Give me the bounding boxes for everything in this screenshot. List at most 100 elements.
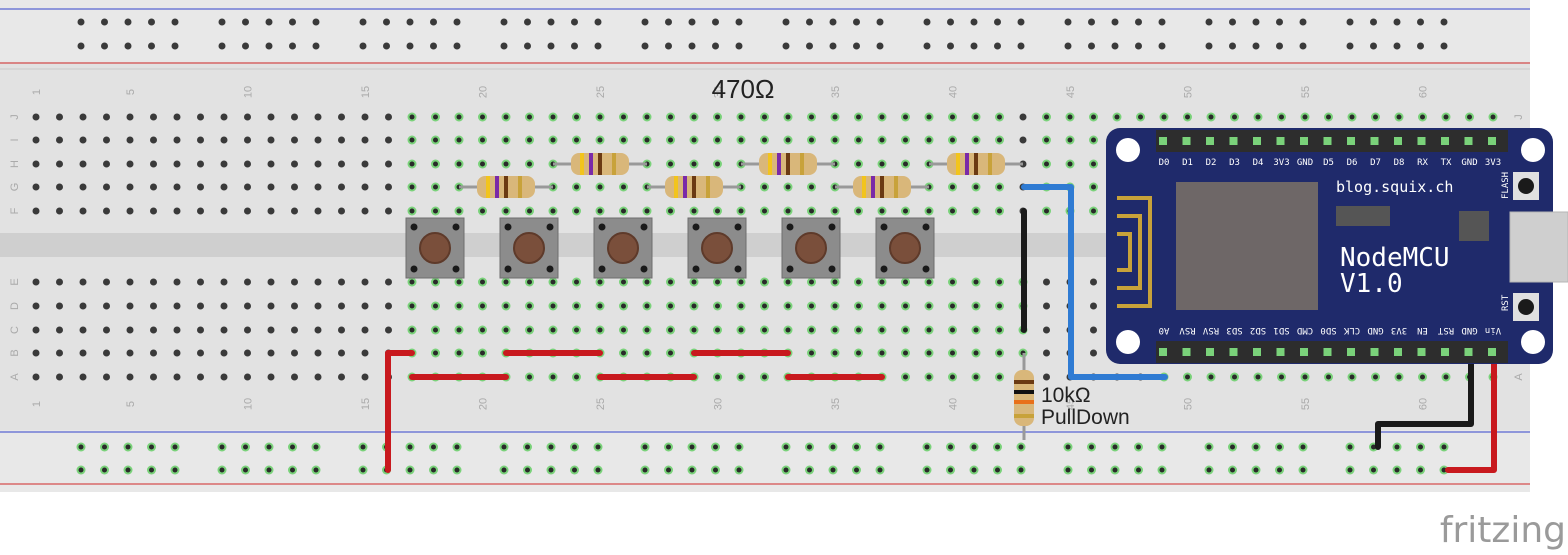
hole-center — [1373, 114, 1378, 120]
button-screw — [640, 265, 648, 273]
hole-center — [668, 327, 673, 333]
bottom-pin-label: GND — [1461, 325, 1477, 335]
hole-center — [572, 444, 577, 450]
column-numbers: 1155101015152020252530303535404045455050… — [31, 86, 1430, 410]
hole-center — [1208, 114, 1214, 120]
resistor-band — [674, 176, 678, 198]
hole-center — [997, 303, 1002, 309]
breadboard-hole — [1043, 278, 1050, 286]
breadboard-hole — [220, 349, 228, 357]
hole-center — [950, 184, 955, 190]
hole-center — [877, 444, 883, 450]
breadboard-hole — [361, 278, 369, 286]
rail-hole — [1064, 18, 1072, 26]
column-number: 20 — [478, 86, 490, 98]
header-pin — [1417, 348, 1426, 356]
breadboard-hole — [244, 326, 251, 334]
breadboard-hole — [126, 326, 134, 334]
hole-center — [785, 279, 791, 285]
column-number: 45 — [1065, 398, 1077, 410]
rail-hole — [970, 42, 978, 50]
header-pin — [1464, 137, 1473, 145]
button-screw — [880, 223, 888, 231]
hole-center — [997, 350, 1002, 356]
hole-center — [1347, 444, 1353, 450]
hole-center — [480, 303, 485, 309]
hole-center — [597, 303, 603, 309]
bottom-pin-label: EN — [1417, 325, 1428, 335]
top-pin-label: D2 — [1206, 158, 1217, 168]
resistor-band — [598, 153, 602, 175]
rail-hole — [547, 42, 555, 50]
hole-center — [668, 208, 673, 214]
header-pin — [1253, 137, 1261, 145]
hole-center — [832, 350, 838, 356]
breadboard-hole — [314, 326, 322, 334]
breadboard-hole — [314, 207, 322, 215]
hole-center — [1277, 467, 1282, 473]
bottom-pin-label: SD3 — [1226, 325, 1242, 335]
header-pin — [1488, 137, 1496, 145]
hole-center — [950, 327, 955, 333]
pulldown-band-3 — [1014, 400, 1034, 404]
hole-center — [1302, 374, 1308, 380]
hole-center — [527, 137, 532, 143]
breadboard-hole — [291, 183, 298, 191]
breadboard-hole — [103, 278, 110, 286]
breadboard-hole — [291, 349, 298, 357]
button-screw — [922, 265, 930, 273]
hole-center — [973, 374, 979, 380]
breadboard-hole — [197, 136, 204, 144]
rail-hole — [1346, 18, 1354, 26]
hole-center — [644, 208, 650, 214]
hole-center — [360, 467, 366, 473]
breadboard-hole — [126, 136, 134, 144]
hole-center — [785, 303, 791, 309]
hole-center — [409, 161, 415, 167]
row-letter: F — [9, 207, 21, 214]
rail-hole — [594, 42, 602, 50]
hole-center — [313, 467, 319, 473]
breadboard-hole — [173, 326, 181, 334]
rail-hole — [1017, 18, 1025, 26]
hole-center — [1018, 467, 1024, 473]
breadboard-hole — [103, 136, 110, 144]
rail-hole — [688, 42, 696, 50]
column-number: 20 — [478, 398, 490, 410]
breadboard-hole — [173, 349, 181, 357]
hole-center — [715, 327, 720, 333]
breadboard-hole — [79, 278, 87, 286]
hole-center — [997, 208, 1002, 214]
breadboard-hole — [197, 373, 204, 381]
hole-center — [971, 444, 977, 450]
hole-center — [1467, 114, 1472, 120]
breadboard-hole — [103, 373, 110, 381]
breadboard-hole — [32, 326, 40, 334]
rail-hole — [383, 42, 390, 50]
hole-center — [503, 161, 509, 167]
column-number: 55 — [1300, 86, 1312, 98]
breadboard-hole — [173, 373, 181, 381]
resistor-470 — [553, 153, 647, 175]
hole-center — [574, 303, 579, 309]
column-number: 40 — [948, 398, 960, 410]
hole-center — [762, 374, 767, 380]
hole-center — [1490, 114, 1496, 120]
rail-hole — [994, 18, 1001, 26]
hole-center — [574, 374, 579, 380]
hole-center — [738, 114, 744, 120]
hole-center — [1232, 374, 1237, 380]
rail-hole — [124, 18, 132, 26]
row-letter: D — [9, 302, 21, 310]
hole-center — [480, 161, 485, 167]
resistors — [459, 153, 1023, 198]
breadboard-hole — [126, 278, 134, 286]
hole-center — [313, 444, 319, 450]
resistor-band — [956, 153, 960, 175]
breadboard-hole — [1019, 113, 1027, 121]
column-number: 60 — [1418, 398, 1430, 410]
hole-center — [480, 208, 485, 214]
hole-center — [856, 303, 861, 309]
breadboard-hole — [56, 160, 63, 168]
resistor-band — [683, 176, 687, 198]
